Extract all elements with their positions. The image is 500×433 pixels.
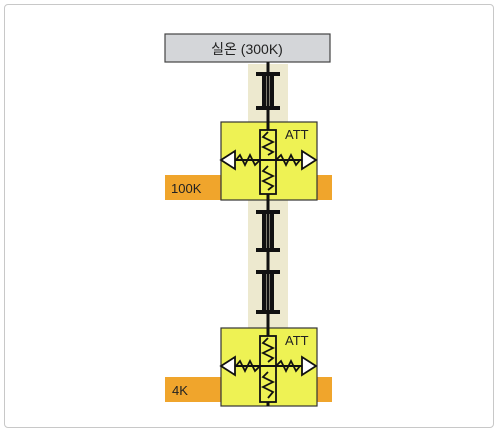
attenuator-upper-label: ATT xyxy=(285,127,309,142)
connector-pair-2 xyxy=(256,210,280,252)
connector-pair-1 xyxy=(256,72,280,110)
diagram-frame xyxy=(4,4,494,428)
arrow-right-icon xyxy=(301,355,318,377)
arrow-left-icon xyxy=(219,355,236,377)
room-temperature-bar xyxy=(164,33,331,63)
stage-4k-label: 4K xyxy=(172,383,188,398)
arrow-right-icon xyxy=(301,149,318,171)
attenuator-upper-network xyxy=(232,129,304,195)
attenuator-lower-label: ATT xyxy=(285,333,309,348)
arrow-left-icon xyxy=(219,149,236,171)
room-temperature-label: 실온 (300K) xyxy=(211,41,283,57)
stage-100k-label: 100K xyxy=(171,181,202,196)
connector-pair-3 xyxy=(256,270,280,314)
attenuator-lower-network xyxy=(232,335,304,403)
